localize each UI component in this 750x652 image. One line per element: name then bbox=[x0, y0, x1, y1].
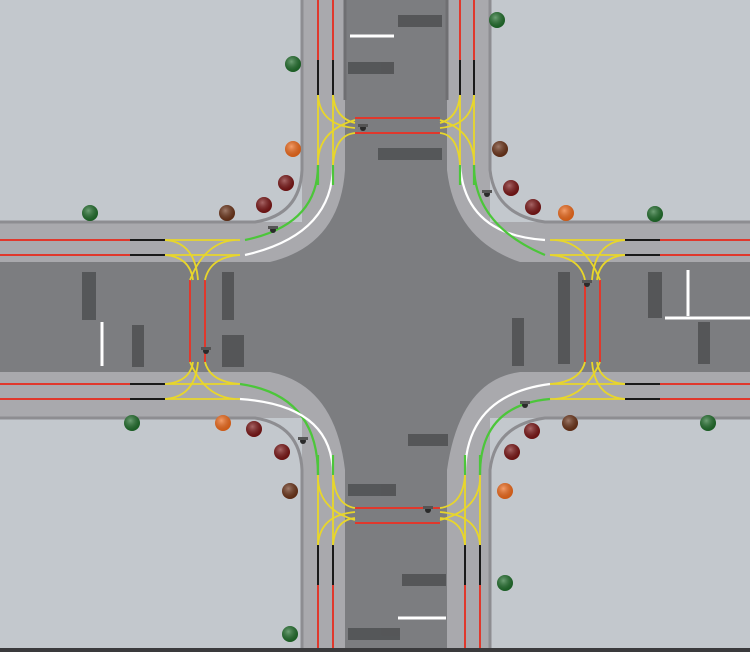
tree bbox=[282, 626, 298, 642]
pedestrian bbox=[423, 506, 433, 513]
tree bbox=[219, 205, 235, 221]
white-marks bbox=[100, 34, 750, 620]
tree bbox=[274, 444, 290, 460]
tree bbox=[282, 483, 298, 499]
yellow-curves bbox=[164, 94, 626, 546]
tree bbox=[562, 415, 578, 431]
tree bbox=[215, 415, 231, 431]
pedestrian bbox=[201, 347, 211, 354]
tree bbox=[285, 141, 301, 157]
tree bbox=[497, 483, 513, 499]
tree bbox=[503, 180, 519, 196]
tree bbox=[497, 575, 513, 591]
tree bbox=[558, 205, 574, 221]
tree bbox=[285, 56, 301, 72]
tree bbox=[246, 421, 262, 437]
pedestrian bbox=[298, 437, 308, 444]
trees bbox=[82, 12, 716, 642]
tree bbox=[492, 141, 508, 157]
tree bbox=[278, 175, 294, 191]
pedestrian bbox=[268, 226, 278, 233]
tree bbox=[489, 12, 505, 28]
pedestrian bbox=[358, 124, 368, 131]
pedestrian bbox=[520, 401, 530, 408]
tree bbox=[524, 423, 540, 439]
corner-arcs bbox=[239, 164, 551, 476]
tree bbox=[82, 205, 98, 221]
pedestrians bbox=[201, 124, 592, 513]
tree bbox=[504, 444, 520, 460]
road-patches bbox=[82, 15, 710, 640]
pedestrian bbox=[482, 190, 492, 197]
tree bbox=[525, 199, 541, 215]
tree bbox=[124, 415, 140, 431]
tree bbox=[700, 415, 716, 431]
bottom-edge bbox=[0, 648, 750, 652]
pedestrian bbox=[582, 280, 592, 287]
tree bbox=[647, 206, 663, 222]
tree bbox=[256, 197, 272, 213]
